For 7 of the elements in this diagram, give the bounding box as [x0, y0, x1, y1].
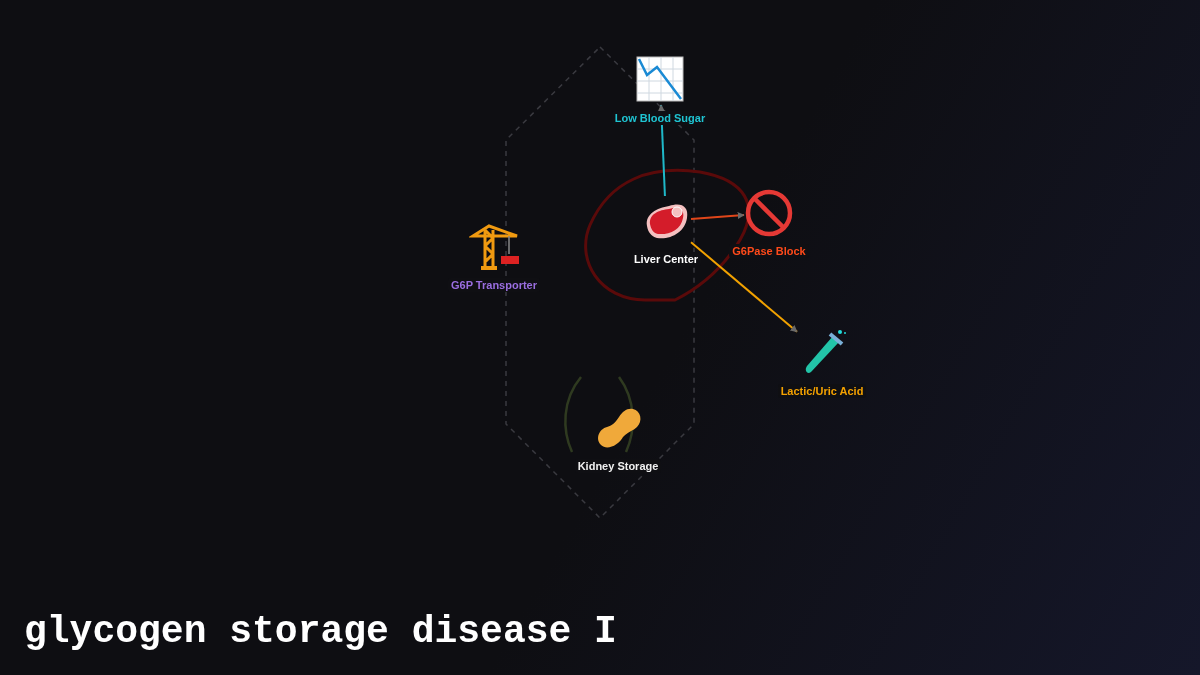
node-label: G6P Transporter	[448, 278, 540, 292]
arrow	[657, 104, 666, 197]
node-label: Lactic/Uric Acid	[777, 384, 867, 398]
diagram-title: glycogen storage disease I	[24, 610, 617, 653]
arrow	[690, 241, 798, 333]
arrow	[690, 211, 745, 221]
node-label: G6Pase Block	[729, 244, 809, 258]
